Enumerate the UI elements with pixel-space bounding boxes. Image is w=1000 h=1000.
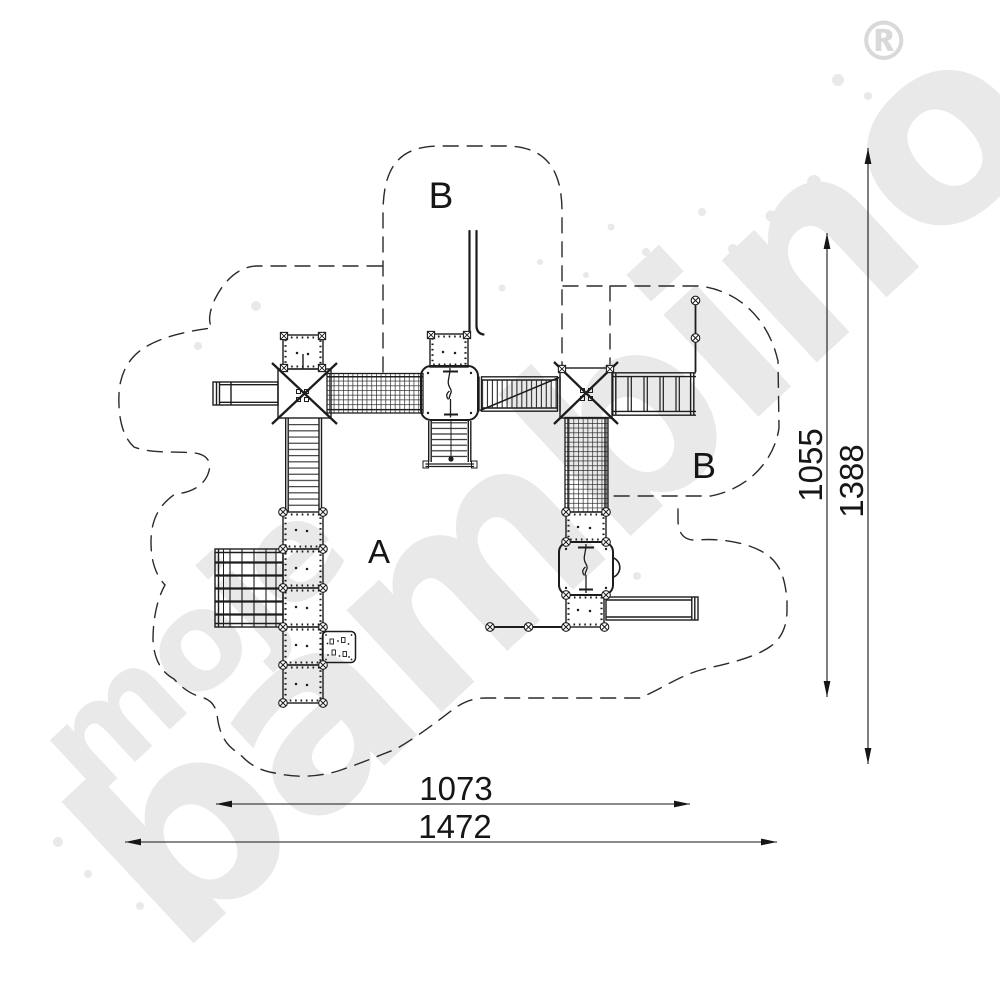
pod-tower-1: [420, 365, 479, 421]
fire-pole-top: [468, 229, 485, 336]
dimension-outer-width: 1472: [125, 808, 777, 846]
arrow-down-icon: [823, 681, 831, 697]
slide-left: [212, 381, 279, 406]
arrow-up-icon: [823, 233, 831, 249]
slide-entry-bulge: [612, 556, 621, 579]
zone-b-top-outline: [382, 145, 563, 373]
arrow-down-icon: [864, 748, 872, 764]
dimension-annotations: 1073 1472 1055 1388: [125, 148, 872, 846]
bridge-net: [326, 372, 424, 414]
dimension-outer-height-value: 1388: [833, 444, 870, 517]
playground-structure: [212, 229, 701, 708]
bridge-rungs: [478, 376, 561, 412]
end-post-right: [690, 295, 701, 372]
safety-zone-outlines: [118, 145, 788, 777]
arrow-left-icon: [125, 838, 141, 846]
platform-right-lower: [565, 594, 605, 628]
arrow-right-icon: [761, 838, 777, 846]
platform-stack-left: [282, 511, 324, 704]
platform-top-center: [429, 333, 469, 368]
zone-b-right-label: B: [692, 445, 716, 486]
zone-a-outline: [118, 265, 788, 777]
watermark-bubbles: [53, 74, 910, 910]
zone-labels: B B A: [368, 175, 716, 570]
bridge-railing-right: [612, 372, 696, 416]
zone-b-top-label: B: [429, 175, 454, 216]
balance-bar: [485, 622, 566, 632]
dimension-inner-width: 1073: [216, 770, 690, 808]
dimension-inner-height-value: 1055: [792, 428, 829, 501]
dimension-outer-height: 1388: [833, 148, 872, 764]
registered-trademark-icon: ®: [857, 10, 909, 73]
ramp-net: [564, 416, 609, 513]
ladder-short: [422, 421, 478, 469]
arrow-up-icon: [864, 148, 872, 164]
dimension-inner-height: 1055: [792, 233, 831, 697]
zone-b-right-outline: [562, 285, 780, 497]
arrow-right-icon: [674, 800, 690, 808]
arrow-left-icon: [216, 800, 232, 808]
activity-panel: [321, 630, 357, 664]
dimension-inner-width-value: 1073: [419, 770, 492, 807]
slide-right: [605, 596, 699, 621]
platform-top-left: [282, 334, 324, 370]
zone-a-label: A: [368, 533, 390, 570]
ladder-long: [285, 418, 323, 512]
dimension-outer-width-value: 1472: [418, 808, 491, 845]
